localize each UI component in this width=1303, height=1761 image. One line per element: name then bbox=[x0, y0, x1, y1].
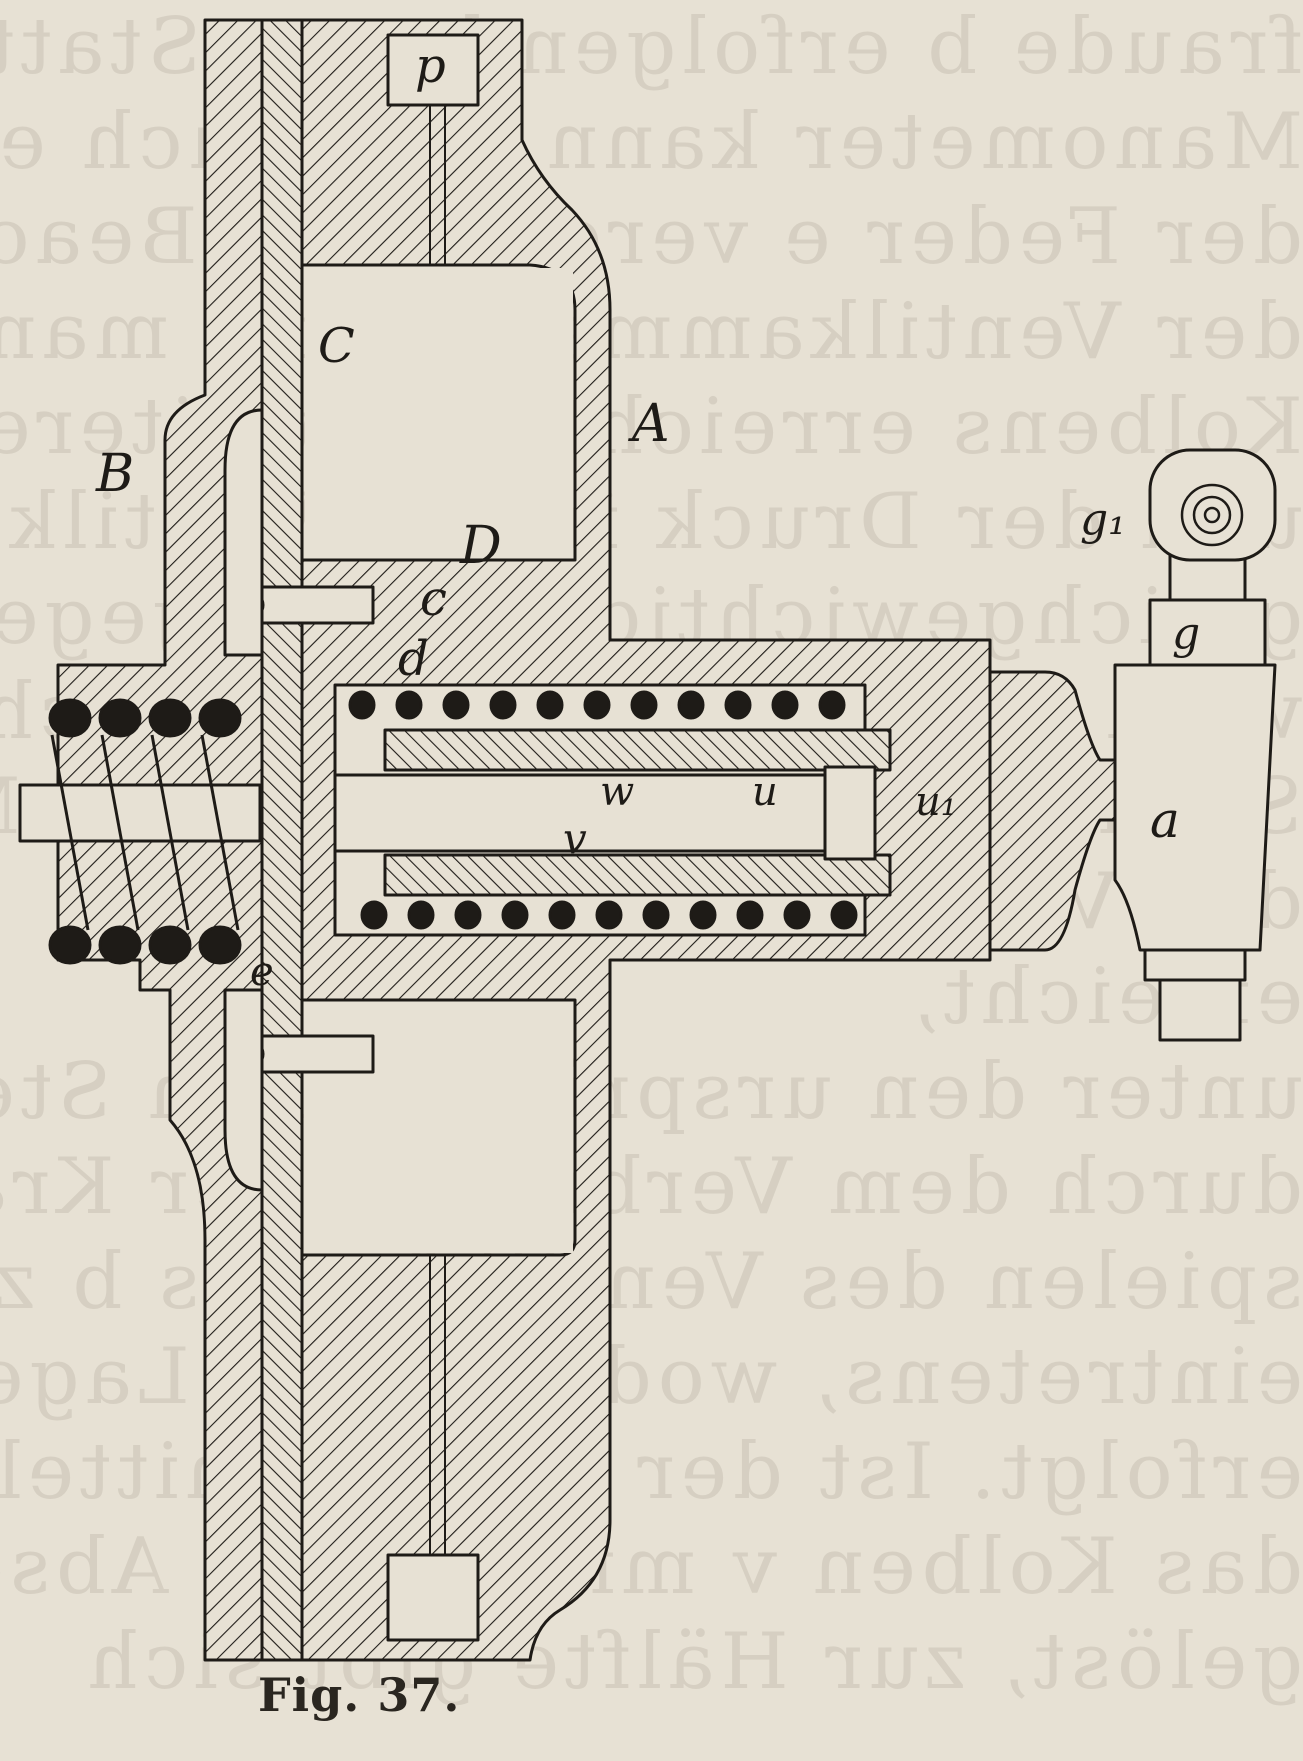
fitting-g bbox=[1148, 598, 1267, 667]
spring-coil bbox=[548, 900, 576, 930]
label-a-casing: A bbox=[632, 394, 670, 454]
fitting-base bbox=[1143, 948, 1247, 982]
spring-coil bbox=[642, 900, 670, 930]
label-d-chamber: D bbox=[460, 516, 502, 576]
diaphragm-c bbox=[260, 18, 304, 1662]
spring-coil bbox=[630, 690, 658, 720]
spring-coil bbox=[771, 690, 799, 720]
spring-wire bbox=[50, 734, 90, 931]
spring-coil bbox=[689, 900, 717, 930]
spring-coil bbox=[677, 690, 705, 720]
spring-coil bbox=[360, 900, 388, 930]
piston-rod-v bbox=[333, 773, 842, 853]
label-g1: g₁ bbox=[1080, 494, 1126, 545]
spring-coil bbox=[595, 900, 623, 930]
label-u1: u₁ bbox=[915, 779, 957, 825]
flange-cavity bbox=[223, 408, 264, 657]
spring-coil bbox=[818, 690, 846, 720]
label-d-spring: d bbox=[398, 631, 429, 687]
spring-coil bbox=[454, 900, 482, 930]
spring-coil bbox=[442, 690, 470, 720]
spring-coil bbox=[198, 925, 242, 965]
spring-coil bbox=[407, 900, 435, 930]
bolt-c bbox=[246, 585, 375, 625]
spring-coil bbox=[48, 925, 92, 965]
spring-coil bbox=[536, 690, 564, 720]
pocket-bottom bbox=[386, 1553, 480, 1642]
label-w: w bbox=[600, 769, 635, 815]
spring-wire bbox=[100, 734, 140, 931]
spring-wire bbox=[150, 734, 190, 931]
label-c-upper: C bbox=[318, 318, 355, 374]
figure-caption: Fig. 37. bbox=[258, 1668, 461, 1722]
plug-nut bbox=[988, 670, 1117, 952]
spring-coil bbox=[724, 690, 752, 720]
label-g: g bbox=[1172, 608, 1201, 659]
spring-coil bbox=[501, 900, 529, 930]
label-u: u bbox=[752, 769, 778, 815]
label-a-fitting: a bbox=[1150, 791, 1180, 849]
spring-coil bbox=[98, 698, 142, 738]
spring-wire bbox=[200, 734, 240, 931]
spring-coil bbox=[830, 900, 858, 930]
spring-coil bbox=[198, 698, 242, 738]
left-rod bbox=[18, 783, 262, 843]
pocket-p bbox=[386, 33, 480, 107]
label-b: B bbox=[96, 444, 135, 504]
spring-coil bbox=[148, 698, 192, 738]
spring-coil bbox=[736, 900, 764, 930]
spring-coil bbox=[583, 690, 611, 720]
spring-coil bbox=[98, 925, 142, 965]
label-c-bolt: c bbox=[420, 571, 447, 627]
fitting-g1 bbox=[1148, 448, 1277, 562]
label-p: p bbox=[415, 38, 446, 94]
label-v: v bbox=[563, 814, 587, 863]
spring-coil bbox=[48, 698, 92, 738]
spring-coil bbox=[489, 690, 517, 720]
chamber-d bbox=[305, 268, 573, 558]
piston-head-u1 bbox=[823, 765, 877, 861]
fitting-a bbox=[1113, 663, 1277, 952]
spring-coil bbox=[148, 925, 192, 965]
spring-coil bbox=[783, 900, 811, 930]
bolt-lower bbox=[246, 1034, 375, 1074]
label-e: e bbox=[250, 949, 274, 995]
guide-sleeve-u bbox=[383, 728, 892, 772]
spring-coil bbox=[395, 690, 423, 720]
spring-coil bbox=[348, 690, 376, 720]
